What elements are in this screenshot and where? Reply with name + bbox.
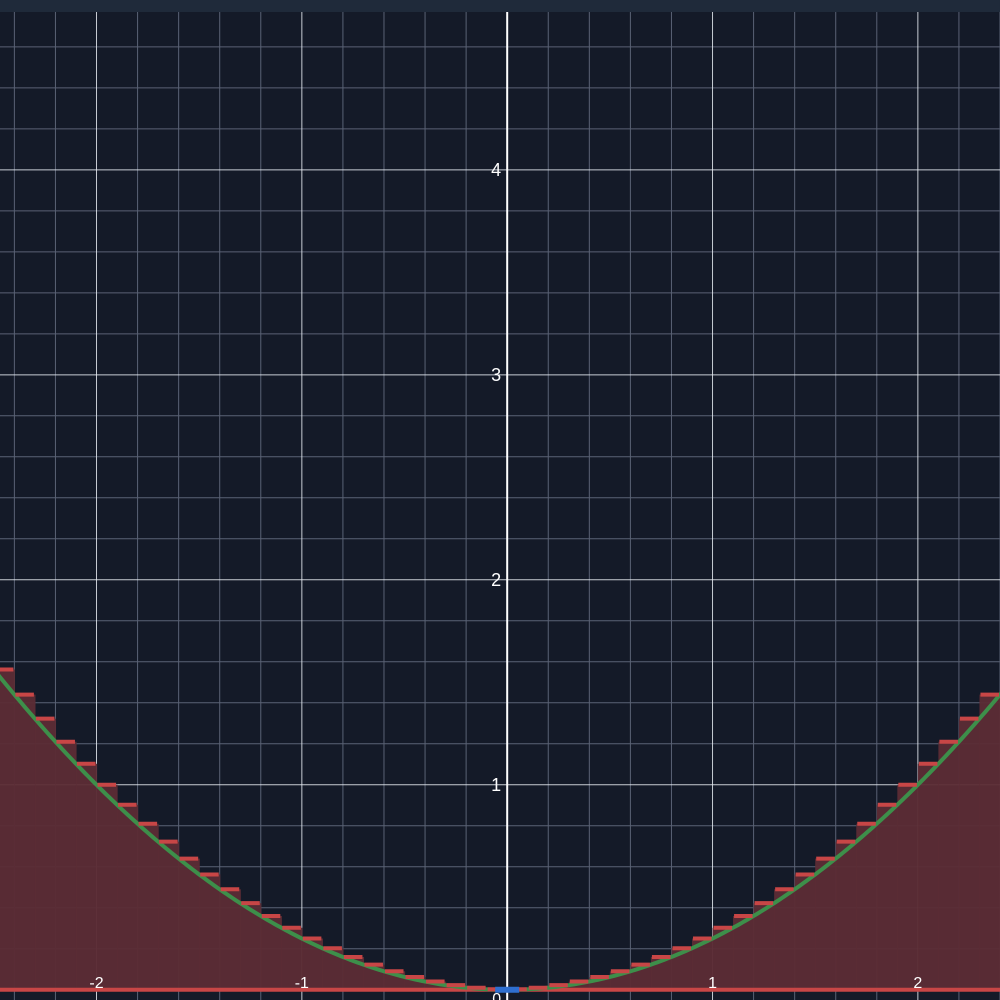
riemann-rect — [815, 858, 837, 990]
riemann-rect — [835, 841, 857, 990]
riemann-rect — [568, 981, 590, 990]
x-tick-label: 1 — [708, 975, 717, 992]
riemann-rect — [712, 927, 734, 990]
riemann-rect — [158, 841, 180, 990]
y-tick-label: 3 — [491, 365, 501, 385]
riemann-rect — [219, 889, 241, 990]
riemann-rect — [342, 956, 365, 990]
riemann-rect — [137, 823, 159, 990]
riemann-rect — [178, 858, 200, 990]
step-segments — [0, 667, 999, 993]
y-tick-label: 1 — [491, 775, 501, 795]
riemann-rect — [281, 927, 303, 990]
riemann-rect — [34, 718, 57, 990]
graph-canvas[interactable]: 1 2 3 4 -2 -1 1 2 0 — [0, 12, 1000, 1000]
riemann-rect — [650, 956, 673, 990]
riemann-rect — [55, 741, 77, 990]
riemann-rect — [691, 938, 714, 990]
riemann-rect — [979, 694, 1000, 990]
riemann-rect — [260, 915, 282, 990]
riemann-rect — [753, 903, 775, 990]
riemann-rect — [876, 804, 898, 990]
riemann-rect — [96, 784, 118, 990]
riemann-rect — [733, 915, 755, 990]
origin-label: 0 — [492, 991, 501, 1000]
riemann-rect — [14, 694, 36, 990]
origin-marker — [495, 986, 520, 993]
riemann-rect — [0, 669, 15, 990]
riemann-rect — [117, 804, 139, 990]
riemann-rect — [322, 948, 344, 990]
riemann-rect — [897, 784, 919, 990]
riemann-rect — [794, 874, 816, 990]
riemann-rect — [199, 874, 221, 990]
x-tick-label: -1 — [295, 975, 309, 992]
top-bar — [0, 0, 1000, 12]
riemann-rect — [75, 763, 98, 990]
riemann-rect — [240, 903, 262, 990]
y-tick-label: 4 — [491, 160, 501, 180]
riemann-fill — [0, 669, 1000, 990]
riemann-rect — [301, 938, 323, 990]
riemann-rect — [425, 981, 447, 990]
x-tick-label: 2 — [913, 975, 922, 992]
tick-labels: 1 2 3 4 -2 -1 1 2 0 — [89, 160, 922, 1000]
minor-grid — [0, 12, 1000, 1000]
riemann-rect — [938, 741, 960, 990]
riemann-rect — [917, 763, 939, 990]
riemann-rect — [671, 948, 693, 990]
riemann-rect — [774, 889, 796, 990]
y-tick-label: 2 — [491, 570, 501, 590]
riemann-rect — [856, 823, 878, 990]
x-tick-label: -2 — [89, 975, 103, 992]
riemann-rect — [958, 718, 981, 990]
